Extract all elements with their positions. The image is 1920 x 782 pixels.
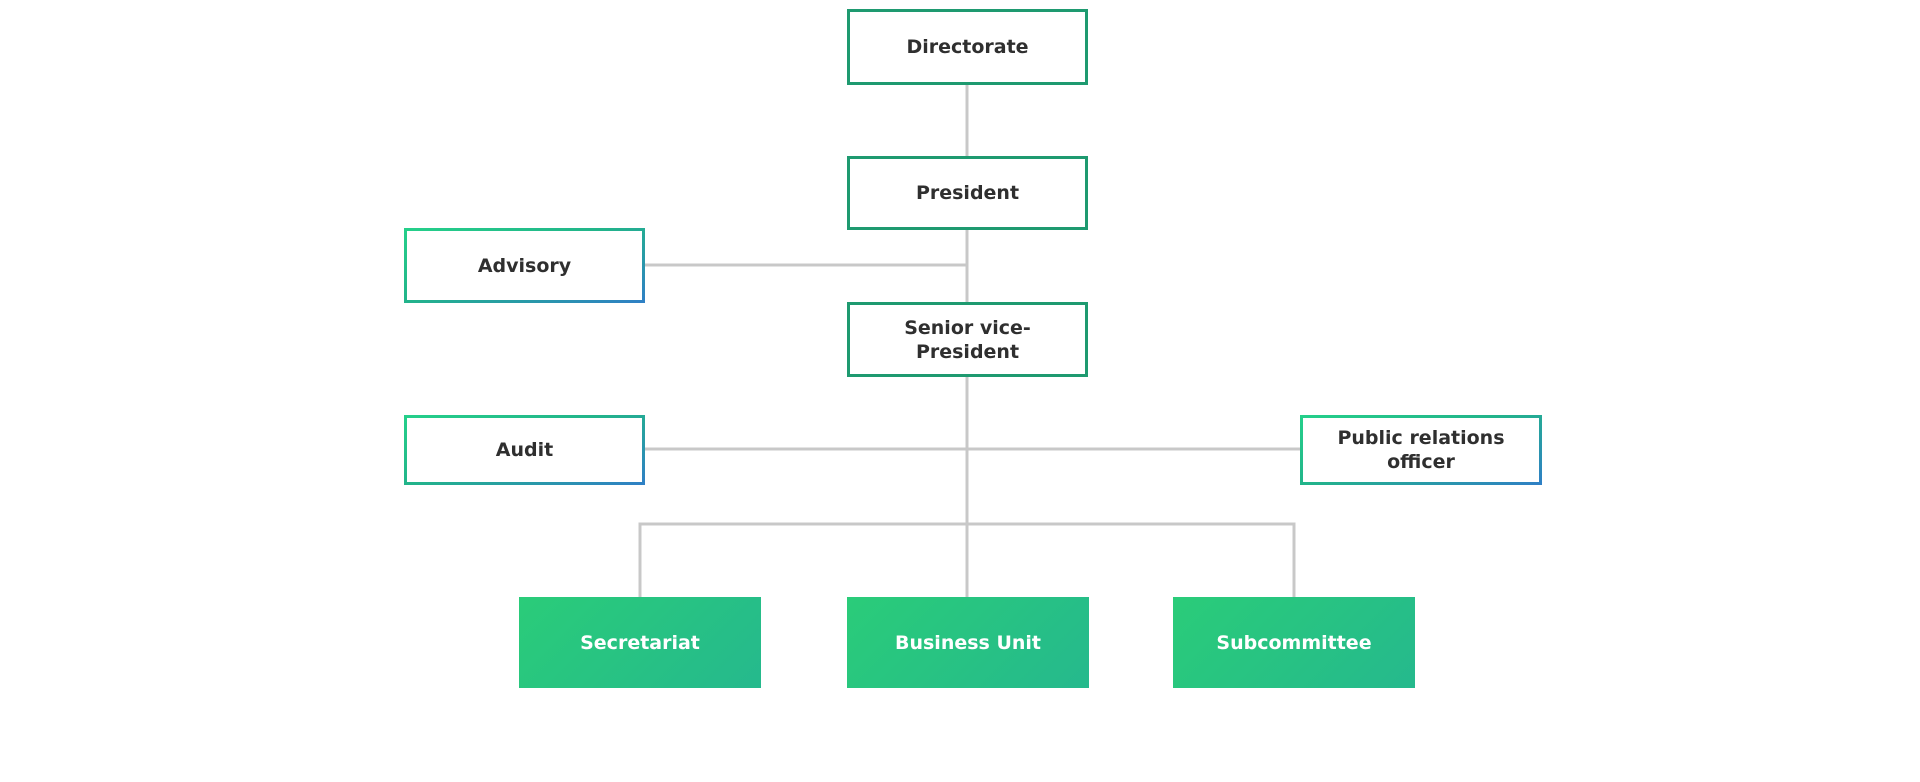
node-audit: Audit (404, 415, 645, 485)
node-audit-label: Audit (495, 439, 554, 461)
node-subcommittee: Subcommittee (1173, 597, 1415, 688)
node-president-label: President (915, 182, 1020, 204)
node-senior-vice-president-label-line2: President (915, 340, 1020, 363)
node-senior-vice-president-label-line1: Senior vice- (904, 316, 1031, 339)
node-secretariat-label: Secretariat (580, 631, 700, 654)
connector-units-bracket (638, 522, 1296, 597)
node-public-relations-officer: Public relations officer (1300, 415, 1542, 485)
node-secretariat: Secretariat (519, 597, 761, 688)
node-advisory-label: Advisory (477, 254, 572, 277)
node-president: President (847, 156, 1088, 230)
node-subcommittee-label: Subcommittee (1216, 631, 1372, 654)
node-advisory: Advisory (404, 228, 645, 303)
node-business-unit: Business Unit (847, 597, 1089, 688)
node-senior-vice-president: Senior vice- President (847, 302, 1088, 377)
node-business-unit-label: Business Unit (894, 631, 1042, 654)
node-directorate: Directorate (847, 9, 1088, 85)
node-public-relations-officer-label-line1: Public relations (1337, 427, 1505, 449)
node-directorate-label: Directorate (906, 36, 1029, 58)
node-public-relations-officer-label-line2: officer (1387, 451, 1455, 473)
